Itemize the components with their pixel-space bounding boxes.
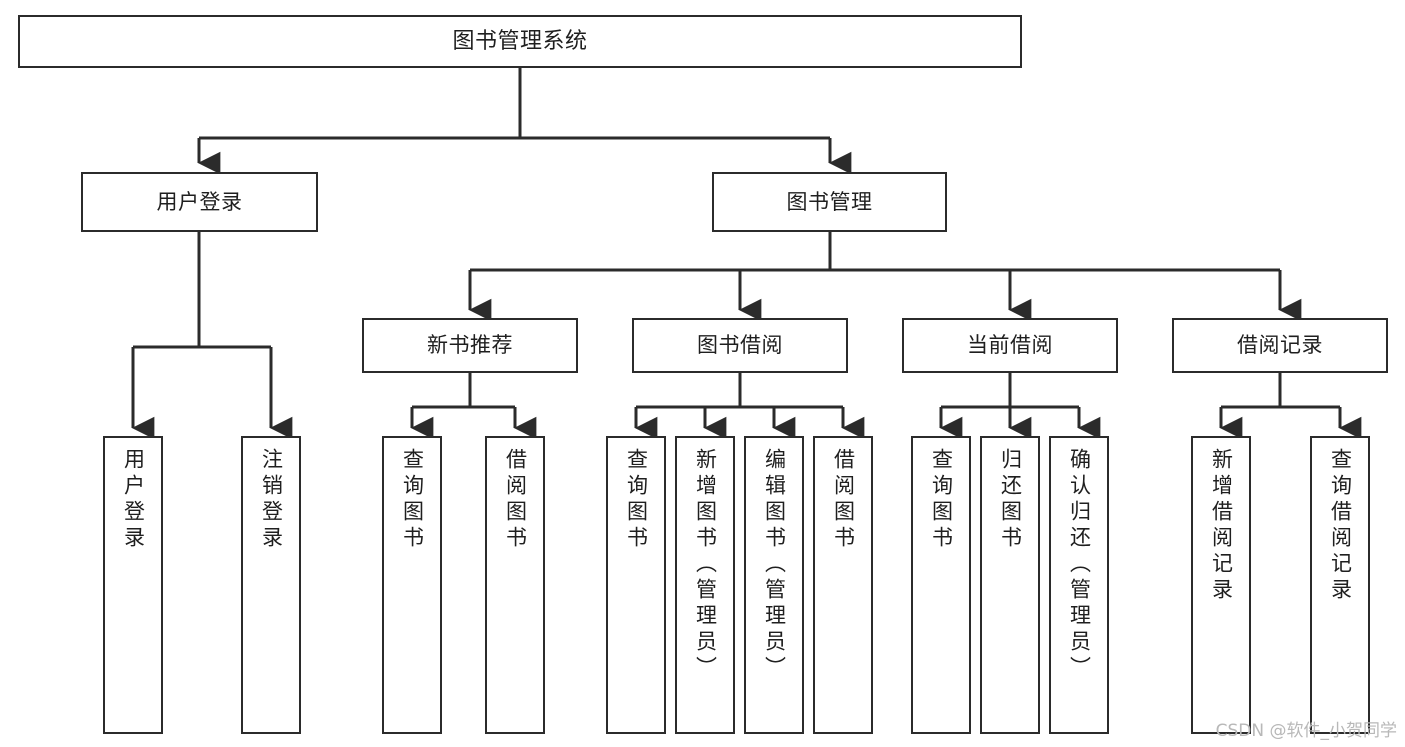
leaf-current-borrow-2-label: 确认归还（管理员）	[1067, 448, 1092, 682]
leaf-book-borrow-2-label: 编辑图书（管理员）	[762, 448, 787, 682]
leaf-book-borrow-1-label: 新增图书（管理员）	[693, 448, 718, 682]
leaf-current-borrow-0-label: 查询图书	[929, 448, 954, 552]
node-book-borrow-label: 图书借阅	[697, 333, 783, 358]
leaf-current-borrow-1-label: 归还图书	[998, 448, 1023, 552]
node-new-book-recommend[interactable]: 新书推荐	[362, 318, 578, 373]
node-book-borrow[interactable]: 图书借阅	[632, 318, 848, 373]
leaf-user-login-0[interactable]: 用户登录	[103, 436, 163, 734]
leaf-borrow-record-0-label: 新增借阅记录	[1209, 448, 1234, 604]
node-book-manage[interactable]: 图书管理	[712, 172, 947, 232]
node-current-borrow[interactable]: 当前借阅	[902, 318, 1118, 373]
leaf-user-login-0-label: 用户登录	[121, 448, 146, 552]
leaf-user-login-1-label: 注销登录	[259, 448, 284, 552]
leaf-book-borrow-2[interactable]: 编辑图书（管理员）	[744, 436, 804, 734]
watermark: CSDN @软件_小贺同学	[1215, 721, 1397, 741]
leaf-new-book-1-label: 借阅图书	[503, 448, 528, 552]
node-borrow-record-label: 借阅记录	[1237, 333, 1323, 358]
leaf-borrow-record-1[interactable]: 查询借阅记录	[1310, 436, 1370, 734]
node-root-label: 图书管理系统	[452, 28, 588, 54]
node-user-login[interactable]: 用户登录	[81, 172, 318, 232]
leaf-current-borrow-2[interactable]: 确认归还（管理员）	[1049, 436, 1109, 734]
leaf-new-book-0[interactable]: 查询图书	[382, 436, 442, 734]
leaf-new-book-1[interactable]: 借阅图书	[485, 436, 545, 734]
node-user-login-label: 用户登录	[156, 189, 243, 214]
leaf-book-borrow-3-label: 借阅图书	[831, 448, 856, 552]
leaf-book-borrow-3[interactable]: 借阅图书	[813, 436, 873, 734]
leaf-book-borrow-0[interactable]: 查询图书	[606, 436, 666, 734]
leaf-current-borrow-1[interactable]: 归还图书	[980, 436, 1040, 734]
node-borrow-record[interactable]: 借阅记录	[1172, 318, 1388, 373]
node-current-borrow-label: 当前借阅	[967, 333, 1053, 358]
node-book-manage-label: 图书管理	[786, 189, 873, 214]
leaf-new-book-0-label: 查询图书	[400, 448, 425, 552]
leaf-borrow-record-0[interactable]: 新增借阅记录	[1191, 436, 1251, 734]
leaf-book-borrow-0-label: 查询图书	[624, 448, 649, 552]
leaf-borrow-record-1-label: 查询借阅记录	[1328, 448, 1353, 604]
node-root[interactable]: 图书管理系统	[18, 15, 1022, 68]
leaf-user-login-1[interactable]: 注销登录	[241, 436, 301, 734]
leaf-current-borrow-0[interactable]: 查询图书	[911, 436, 971, 734]
leaf-book-borrow-1[interactable]: 新增图书（管理员）	[675, 436, 735, 734]
node-new-book-recommend-label: 新书推荐	[427, 333, 513, 358]
